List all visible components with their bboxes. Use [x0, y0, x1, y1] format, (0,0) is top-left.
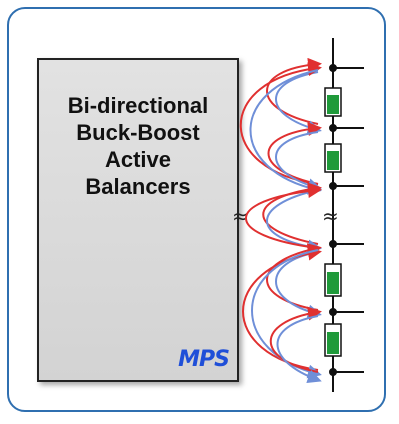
- cell-4: [324, 323, 342, 357]
- arrow-blue-2: [249, 69, 322, 195]
- balancer-title: Bi-directional Buck-Boost Active Balance…: [39, 92, 237, 200]
- cell-1: [324, 87, 342, 117]
- arrow-red-4: [262, 182, 322, 245]
- title-line-3: Active: [104, 147, 172, 172]
- title-line-1: Bi-directional: [67, 93, 209, 118]
- nodes: [329, 64, 364, 376]
- battery-cells: [324, 87, 342, 357]
- break-mark-left: ≈: [232, 204, 249, 228]
- arrow-red-2: [239, 62, 322, 185]
- cell-2: [324, 143, 342, 173]
- transfer-arrows: [239, 57, 322, 384]
- arrow-red-6: [266, 243, 322, 311]
- balancer-block: Bi-directional Buck-Boost Active Balance…: [37, 58, 239, 382]
- break-mark-right: ≈: [322, 204, 339, 228]
- mps-logo: MPS: [178, 347, 230, 372]
- arrow-blue-3: [275, 131, 322, 192]
- cell-3: [324, 263, 342, 297]
- arrow-blue-4: [266, 189, 322, 254]
- arrow-blue-1: [275, 71, 322, 135]
- arrow-red-5: [245, 184, 322, 249]
- arrow-red-1: [266, 57, 322, 125]
- title-line-4: Balancers: [85, 174, 191, 199]
- title-line-2: Buck-Boost: [76, 120, 200, 145]
- arrow-red-3: [267, 122, 322, 185]
- arrow-blue-8: [276, 315, 322, 384]
- arrow-red-8: [270, 306, 322, 373]
